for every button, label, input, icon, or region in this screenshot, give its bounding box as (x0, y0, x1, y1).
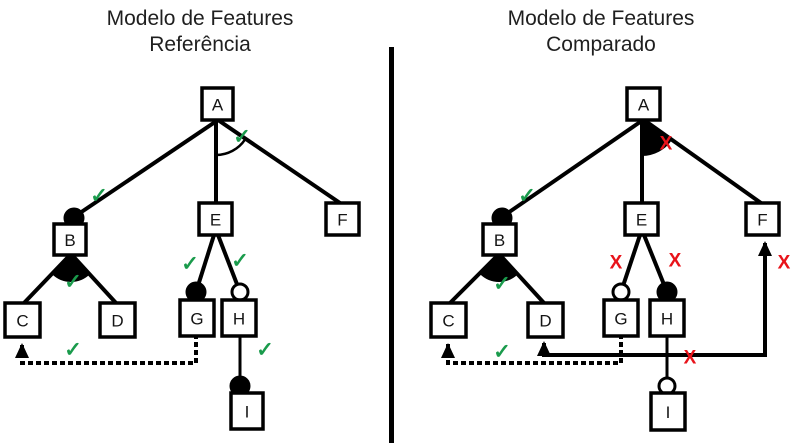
constraint-h-requires-d (537, 341, 667, 357)
feature-node-label: I (245, 403, 250, 422)
feature-node-label: G (190, 310, 203, 329)
panel-reference-title-line1: Modelo de Features (106, 7, 294, 30)
constraint-h-requires-f (667, 241, 772, 357)
feature-node-h[interactable]: H (648, 298, 686, 338)
edge-a-f (216, 118, 342, 205)
feature-node-g[interactable]: G (602, 298, 640, 338)
edge-e-h (216, 234, 242, 293)
feature-node-g[interactable]: G (178, 298, 216, 338)
group-marker-alternative-arc-a (215, 138, 247, 157)
feature-node-i[interactable]: I (649, 391, 687, 432)
edge-e-g (619, 234, 642, 293)
edge-a-b (500, 118, 645, 219)
check-mark-icon: ✓ (181, 253, 199, 276)
feature-node-e[interactable]: E (623, 201, 660, 237)
feature-node-h[interactable]: H (220, 298, 258, 338)
check-mark-icon: ✓ (518, 185, 536, 208)
edge-a-b (72, 118, 220, 219)
feature-node-label: A (212, 96, 224, 115)
check-mark-icon: ✓ (233, 126, 251, 149)
check-mark-icon: ✓ (493, 341, 511, 364)
feature-node-a[interactable]: A (625, 86, 662, 122)
constraint-arrowhead (758, 241, 772, 256)
feature-node-label: E (636, 211, 647, 230)
panel-compared-title-line1: Modelo de Features (507, 7, 695, 30)
optional-marker-h (230, 282, 250, 302)
feature-node-label: H (661, 310, 673, 329)
feature-node-label: D (111, 312, 123, 331)
feature-node-label: B (494, 231, 505, 250)
feature-node-label: A (638, 96, 650, 115)
feature-model-reference: A B C D E F G H I ✓ ✓ ✓ ✓ ✓ ✓ ✓ (3, 86, 361, 431)
feature-node-a[interactable]: A (200, 86, 235, 122)
feature-node-label: B (64, 231, 75, 250)
feature-node-label: G (614, 310, 627, 329)
feature-node-b[interactable]: B (52, 222, 88, 257)
cross-mark-icon: X (684, 348, 697, 369)
feature-node-label: I (666, 403, 671, 422)
feature-node-f[interactable]: F (324, 201, 361, 237)
edge-b-d (498, 253, 546, 305)
feature-node-label: F (337, 211, 347, 230)
check-mark-icon: ✓ (256, 339, 274, 362)
feature-node-label: H (233, 310, 245, 329)
cross-mark-icon: X (610, 253, 623, 274)
feature-node-f[interactable]: F (744, 201, 781, 237)
feature-node-i[interactable]: I (229, 391, 265, 431)
cross-mark-icon: X (778, 253, 791, 274)
optional-marker-g (611, 282, 631, 302)
check-mark-icon: ✓ (231, 250, 249, 273)
feature-node-d[interactable]: D (526, 301, 565, 339)
constraint-g-requires-c (441, 334, 623, 365)
panel-compared-title-line2: Comparado (546, 33, 656, 56)
panel-divider (389, 47, 394, 443)
cross-mark-icon: X (660, 134, 673, 155)
feature-model-compared: A B C D E F G H I X ✓ ✓ X X X ✓ X (429, 86, 791, 432)
constraint-g-requires-c (15, 334, 198, 365)
panel-compared: Modelo de Features Comparado A B C D E F G H I X ✓… (401, 0, 801, 443)
cross-mark-icon: X (669, 251, 682, 272)
panel-compared-title: Modelo de Features Comparado (401, 6, 801, 58)
constraint-arrowhead (15, 343, 29, 358)
feature-node-c[interactable]: C (429, 301, 468, 339)
check-mark-icon: ✓ (493, 273, 511, 296)
panel-reference: Modelo de Features Referência A B C D E F G H I ✓… (0, 0, 400, 443)
feature-node-label: E (210, 211, 221, 230)
check-mark-icon: ✓ (64, 339, 82, 362)
edge-b-c (448, 253, 500, 305)
panel-reference-title-line2: Referência (149, 33, 251, 56)
feature-node-label: C (442, 312, 454, 331)
feature-node-label: F (757, 211, 767, 230)
edge-a-f (642, 118, 763, 205)
feature-node-label: C (16, 312, 28, 331)
edge-b-d (70, 253, 118, 305)
check-mark-icon: ✓ (64, 271, 82, 294)
feature-node-b[interactable]: B (481, 222, 518, 257)
edge-b-c (22, 253, 72, 305)
constraint-arrowhead (441, 343, 455, 358)
check-mark-icon: ✓ (90, 185, 108, 208)
feature-node-e[interactable]: E (197, 201, 234, 237)
panel-reference-title: Modelo de Features Referência (0, 6, 400, 58)
feature-node-label: D (539, 312, 551, 331)
feature-node-d[interactable]: D (98, 301, 137, 339)
feature-node-c[interactable]: C (3, 301, 42, 339)
constraint-arrowhead (537, 341, 551, 356)
